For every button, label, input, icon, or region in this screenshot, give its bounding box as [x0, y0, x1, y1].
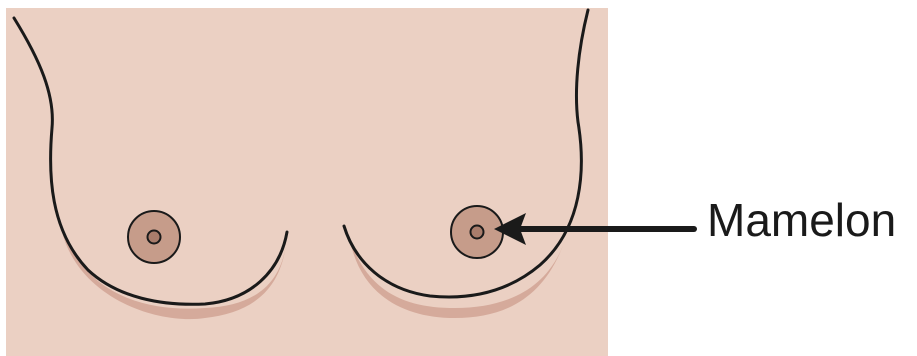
- right-nipple: [471, 226, 484, 239]
- callout-label-mamelon: Mamelon: [707, 194, 896, 246]
- left-nipple: [148, 231, 161, 244]
- skin-background: [6, 8, 608, 356]
